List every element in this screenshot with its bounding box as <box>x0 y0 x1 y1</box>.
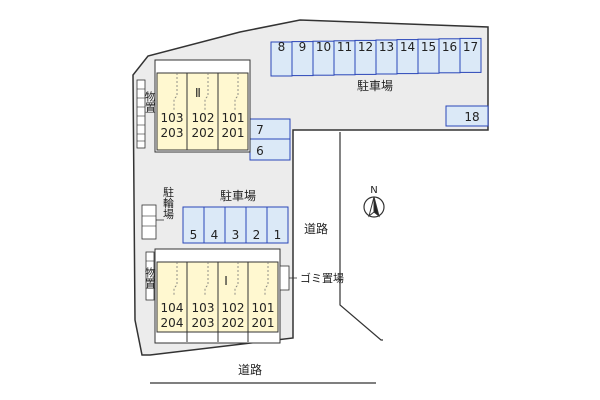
parking-space-number: 12 <box>358 40 373 54</box>
unit-number: 102 <box>192 111 215 125</box>
parking-space-15: 15 <box>417 38 440 74</box>
parking-space-16: 16 <box>438 38 461 74</box>
parking-space-number: 15 <box>421 40 436 54</box>
parking-space-number: 8 <box>278 40 286 54</box>
parking-space-18: 18 <box>445 105 489 127</box>
parking-space-number: 11 <box>337 40 352 54</box>
parking-space-number: 10 <box>316 40 331 54</box>
parking-space-number: 9 <box>299 40 307 54</box>
unit-number: 101 <box>222 111 245 125</box>
storage-label: 物置 <box>144 90 157 113</box>
unit-number: 204 <box>161 316 184 330</box>
unit-number: 201 <box>222 126 245 140</box>
road-label-right: 道路 <box>304 221 328 236</box>
bicycle-parking: 駐輪場 <box>141 185 175 240</box>
garbage-area: ゴミ置場 <box>279 265 344 291</box>
unit-number: 103 <box>161 111 184 125</box>
parking-space-number: 7 <box>256 123 264 137</box>
parking-space-12: 12 <box>354 39 377 75</box>
parking-space-5: 5 <box>182 206 205 244</box>
north-arrow: N <box>363 185 385 218</box>
building-2: Ⅱ 103 203 102 202 101 201 <box>154 59 251 153</box>
unit-number: 203 <box>192 316 215 330</box>
parking-space-2: 2 <box>245 206 268 244</box>
road-line-right <box>339 132 383 341</box>
storage-upper: 物置 <box>136 79 157 149</box>
north-label: N <box>370 185 377 196</box>
parking-space-number: 2 <box>253 228 261 242</box>
unit-number: 201 <box>252 316 275 330</box>
parking-space-11: 11 <box>333 40 356 76</box>
upper-parking-label: 駐車場 <box>357 78 393 93</box>
parking-space-number: 1 <box>274 228 282 242</box>
unit-number: 202 <box>192 126 215 140</box>
parking-space-number: 5 <box>190 228 198 242</box>
building-1: Ⅰ 104 204 103 203 102 202 101 201 <box>154 248 281 344</box>
unit-number: 104 <box>161 301 184 315</box>
lower-parking-label: 駐車場 <box>220 188 256 203</box>
parking-space-9: 9 <box>291 40 314 77</box>
parking-space-6: 6 <box>249 138 291 161</box>
unit-number: 101 <box>252 301 275 315</box>
unit-number: 103 <box>192 301 215 315</box>
unit-number: 202 <box>222 316 245 330</box>
parking-space-number: 6 <box>256 144 264 158</box>
parking-space-13: 13 <box>375 39 398 75</box>
parking-space-17: 17 <box>459 37 482 73</box>
unit-number: 203 <box>161 126 184 140</box>
parking-space-10: 10 <box>312 40 335 76</box>
bicycle-parking-label: 駐輪場 <box>162 185 175 220</box>
parking-space-number: 13 <box>379 40 394 54</box>
parking-space-3: 3 <box>224 206 247 244</box>
parking-space-number: 17 <box>463 40 478 54</box>
storage-lower: 物置 <box>144 251 157 301</box>
building-name: Ⅱ <box>195 86 201 100</box>
parking-space-14: 14 <box>396 39 419 75</box>
garbage-label: ゴミ置場 <box>300 271 344 285</box>
road-label-bottom: 道路 <box>238 362 262 377</box>
parking-space-1: 1 <box>266 206 289 244</box>
parking-space-8: 8 <box>270 40 293 77</box>
parking-space-number: 18 <box>464 110 479 124</box>
parking-space-number: 16 <box>442 40 457 54</box>
building-name: Ⅰ <box>224 274 228 288</box>
parking-space-7: 7 <box>249 118 291 140</box>
parking-space-4: 4 <box>203 206 226 244</box>
parking-space-number: 14 <box>400 40 415 54</box>
parking-space-number: 4 <box>211 228 219 242</box>
parking-space-number: 3 <box>232 228 240 242</box>
unit-number: 102 <box>222 301 245 315</box>
storage-label: 物置 <box>144 266 157 289</box>
